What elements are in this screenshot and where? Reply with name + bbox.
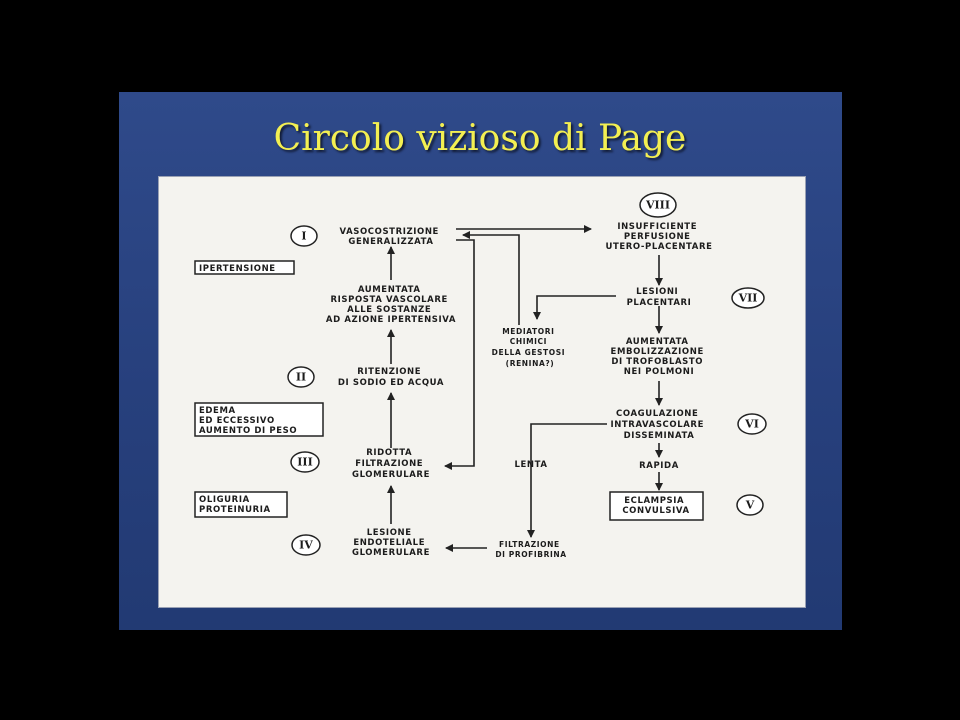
node-ridotta-filtrazione: RIDOTTA FILTRAZIONE GLOMERULARE: [352, 448, 430, 480]
node-aumentata-risposta: AUMENTATA RISPOSTA VASCOLARE ALLE SOSTAN…: [326, 285, 456, 325]
svg-text:OLIGURIA PROTEINURIA: OLIGURIA PROTEINURIA: [199, 495, 271, 515]
numeral-v: V: [736, 494, 764, 516]
svg-text:VI: VI: [744, 418, 759, 431]
node-lesioni-placentari: LESIONI PLACENTARI: [627, 287, 692, 308]
svg-text:III: III: [297, 456, 312, 469]
svg-text:II: II: [296, 371, 306, 384]
box-eclampsia: ECLAMPSIA CONVULSIVA: [609, 491, 704, 521]
numeral-i: I: [290, 225, 318, 247]
arrow-mediatori-to-vasocostrizione: [462, 231, 520, 325]
numeral-iv: IV: [291, 534, 321, 556]
numeral-vi: VI: [737, 413, 767, 435]
node-lesione-endoteliale: LESIONE ENDOTELIALE GLOMERULARE: [352, 528, 430, 558]
node-aumentata-embolizzazione: AUMENTATA EMBOLIZZAZIONE DI TROFOBLASTO …: [611, 337, 708, 377]
node-rapida: RAPIDA: [639, 461, 679, 471]
numeral-iii: III: [290, 451, 320, 473]
svg-text:IPERTENSIONE: IPERTENSIONE: [199, 264, 276, 274]
svg-text:V: V: [745, 499, 755, 512]
node-lenta: LENTA: [514, 460, 547, 470]
svg-text:EDEMA ED ECCESSIVO: EDEMA ED ECCESSIVO AUMENTO DI PESO: [199, 406, 297, 436]
arrow-vasocostrizione-to-ridotta: [444, 239, 475, 470]
node-coagulazione: COAGULAZIONE INTRAVASCOLARE DISSEMINATA: [610, 409, 707, 441]
connectors: [387, 225, 663, 552]
svg-text:I: I: [301, 230, 306, 243]
diagram-panel: [158, 176, 806, 608]
node-ritenzione: RITENZIONE DI SODIO ED ACQUA: [338, 367, 444, 388]
node-insufficiente-perfusione: INSUFFICIENTE PERFUSIONE UTERO-PLACENTAR…: [605, 222, 712, 252]
node-vasocostrizione: VASOCOSTRIZIONE GENERALIZZATA: [339, 227, 442, 247]
slide-title: Circolo vizioso di Page: [273, 118, 687, 159]
arrow-coagulazione-to-lenta: [527, 423, 607, 538]
numeral-viii: VIII: [639, 192, 677, 218]
box-edema: EDEMA ED ECCESSIVO AUMENTO DI PESO: [194, 402, 324, 437]
node-filtrazione-profibrina: FILTRAZIONE DI PROFIBRINA: [495, 540, 566, 559]
svg-text:VII: VII: [738, 292, 758, 305]
svg-text:IV: IV: [299, 539, 313, 552]
numeral-vii: VII: [731, 287, 765, 309]
box-oliguria: OLIGURIA PROTEINURIA: [194, 491, 288, 518]
box-ipertensione: IPERTENSIONE: [194, 260, 295, 275]
svg-text:ECLAMPSIA CONVULSIVA: ECLAMPSIA CONVULSIVA: [622, 496, 689, 516]
svg-text:VIII: VIII: [645, 199, 670, 212]
arrow-lesioni-to-mediatori: [533, 295, 616, 320]
node-mediatori: MEDIATORI CHIMICI DELLA GESTOSI (RENINA?…: [492, 327, 569, 368]
numeral-ii: II: [287, 366, 315, 388]
